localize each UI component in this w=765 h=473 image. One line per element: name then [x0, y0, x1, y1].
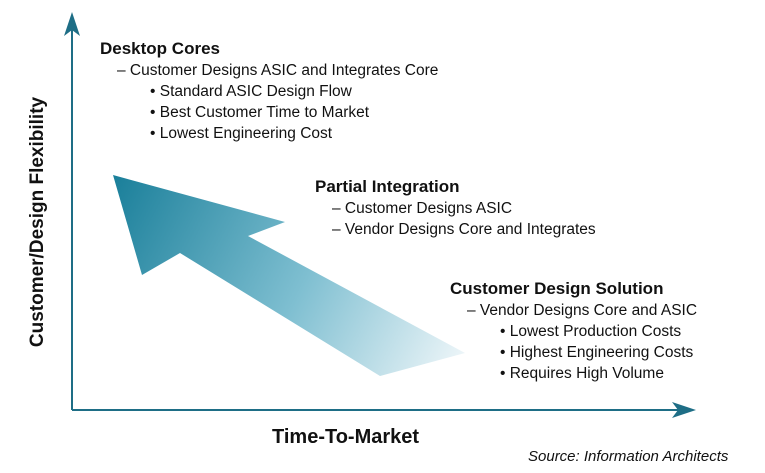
- y-axis-label: Customer/Design Flexibility: [27, 96, 48, 348]
- customer-design-solution-block: Customer Design Solution – Vendor Design…: [450, 278, 697, 384]
- desktop-cores-bullet: Standard ASIC Design Flow: [100, 81, 438, 102]
- x-axis-arrowhead: [672, 402, 696, 418]
- customer-design-solution-bullet: Highest Engineering Costs: [450, 342, 697, 363]
- big-diagonal-arrow: [113, 175, 465, 376]
- y-axis-arrowhead: [64, 12, 80, 36]
- desktop-cores-title: Desktop Cores: [100, 39, 220, 58]
- customer-design-solution-bullet: Requires High Volume: [450, 363, 697, 384]
- partial-integration-block: Partial Integration – Customer Designs A…: [315, 176, 596, 240]
- customer-design-solution-bullet: Lowest Production Costs: [450, 321, 697, 342]
- desktop-cores-line: – Customer Designs ASIC and Integrates C…: [117, 62, 439, 79]
- source-credit: Source: Information Architects: [528, 448, 729, 465]
- desktop-cores-block: Desktop Cores – Customer Designs ASIC an…: [100, 38, 438, 144]
- partial-integration-line: – Customer Designs ASIC: [332, 200, 513, 217]
- x-axis-label: Time-To-Market: [272, 426, 420, 448]
- partial-integration-line: – Vendor Designs Core and Integrates: [332, 221, 596, 238]
- partial-integration-title: Partial Integration: [315, 177, 460, 196]
- desktop-cores-bullet: Best Customer Time to Market: [100, 102, 438, 123]
- customer-design-solution-line: – Vendor Designs Core and ASIC: [467, 302, 698, 319]
- customer-design-solution-title: Customer Design Solution: [450, 279, 664, 298]
- desktop-cores-bullet: Lowest Engineering Cost: [100, 123, 438, 144]
